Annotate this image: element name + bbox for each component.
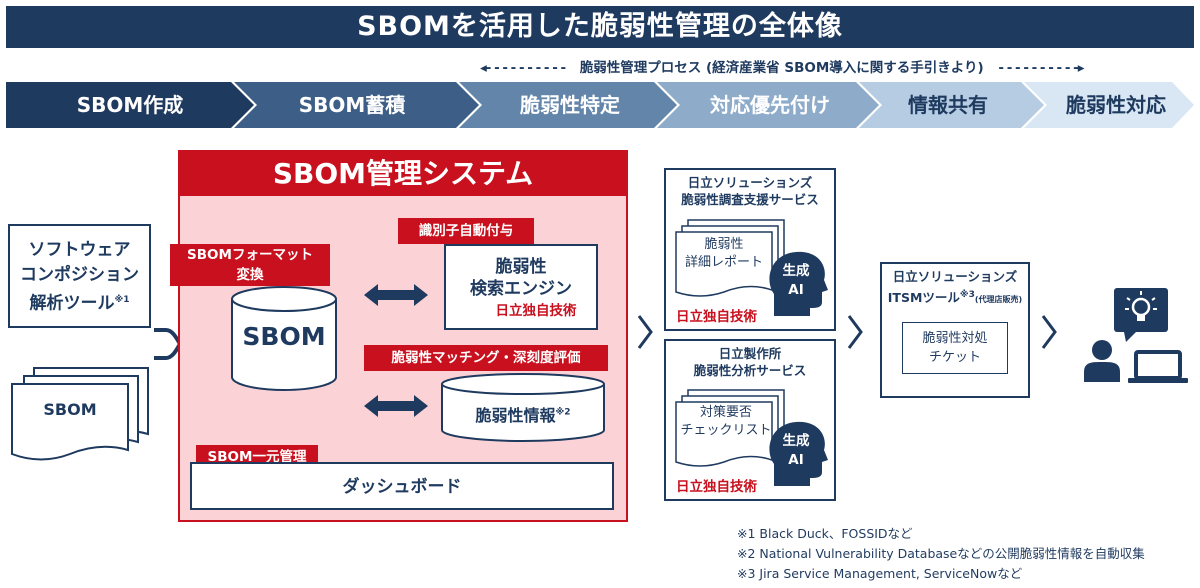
- itsm-note: ※3: [959, 290, 975, 300]
- service1-doc-line1: 脆弱性: [704, 237, 744, 252]
- sbom-document-stack-icon: [11, 367, 149, 461]
- system-title: SBOM管理システム: [180, 152, 626, 196]
- chevron-right-icon: [1041, 315, 1057, 349]
- checklist-document-icon: [675, 389, 785, 467]
- step-sbom-create: SBOM作成: [76, 93, 184, 117]
- engine-line1: 脆弱性: [495, 257, 547, 277]
- sbom-document-label: SBOM: [43, 400, 97, 419]
- service1-own-tech: 日立独自技術: [676, 309, 757, 325]
- service2-doc-line2: チェックリスト: [680, 423, 772, 438]
- arrow-right-icon: - - - - - - - - - -▸: [998, 60, 1084, 76]
- report-document-icon: [675, 219, 785, 297]
- service1-ai-line1: 生成: [782, 263, 810, 279]
- matching-tag: 脆弱性マッチング・深刻度評価: [364, 345, 608, 371]
- step-prioritize: 対応優先付け: [710, 93, 830, 117]
- ticket-box: 脆弱性対処 チケット: [902, 322, 1008, 374]
- sca-tool-line1: ソフトウェア: [28, 240, 131, 260]
- step-sbom-store: SBOM蓄積: [298, 93, 406, 117]
- step-shape-1: [6, 82, 254, 128]
- step-vuln-identify: 脆弱性特定: [520, 93, 620, 117]
- page-title: SBOMを活用した脆弱性管理の全体像: [6, 6, 1194, 48]
- service1-title: 日立ソリューションズ 脆弱性調査支援サービス: [664, 174, 836, 208]
- format-tag-line1: SBOMフォーマット: [187, 247, 313, 263]
- identifier-tag: 識別子自動付与: [398, 218, 534, 244]
- search-engine-box: 脆弱性 検索エンジン 日立独自技術: [444, 244, 598, 330]
- itsm-title-line2: ITSMツール: [887, 290, 960, 306]
- step-shape-2: [234, 82, 479, 128]
- sca-tool-line2: コンポジション: [20, 265, 139, 285]
- service2-title-line1: 日立製作所: [718, 346, 782, 361]
- double-arrow-icon: [364, 284, 428, 306]
- sca-tool-note: ※1: [114, 295, 130, 305]
- service2-title-line2: 脆弱性分析サービス: [693, 363, 807, 378]
- service1-ai-line2: AI: [788, 282, 804, 298]
- service1-ai: 生成 AI: [770, 262, 822, 300]
- process-label-line: ◂- - - - - - - - - - 脆弱性管理プロセス (経済産業省 SB…: [480, 57, 1200, 79]
- service2-doc: 対策要否 チェックリスト: [672, 404, 780, 440]
- engine-own-tech: 日立独自技術: [495, 303, 577, 319]
- sca-tool-line3: 解析ツール: [29, 293, 115, 314]
- step-shape-3: [459, 82, 677, 128]
- itsm-title-line1: 日立ソリューションズ: [892, 269, 1018, 284]
- itsm-title-line2-wrap: ITSMツール※3(代理店販売): [880, 286, 1030, 309]
- double-arrow-icon: [364, 395, 428, 417]
- service2-title: 日立製作所 脆弱性分析サービス: [664, 345, 836, 379]
- footnote-1: ※1 Black Duck、FOSSIDなど: [737, 526, 913, 541]
- sca-tool-line3-wrap: 解析ツール※1: [10, 288, 149, 317]
- vuln-database-icon: [441, 373, 605, 442]
- arrow-left-icon: ◂- - - - - - - - - -: [480, 60, 566, 76]
- ticket-line2: チケット: [928, 350, 981, 365]
- footnote-3: ※3 Jira Service Management, ServiceNowなど: [737, 566, 1023, 581]
- step-shape-5: [859, 82, 1044, 128]
- ticket-line1: 脆弱性対処: [922, 331, 988, 346]
- format-conversion-tag: SBOMフォーマット 変換: [170, 244, 330, 286]
- step-info-share: 情報共有: [908, 93, 988, 117]
- itsm-note-detail: (代理店販売): [974, 295, 1023, 305]
- ai-head-icon: [769, 251, 828, 316]
- service1-doc-line2: 詳細レポート: [684, 255, 763, 270]
- vuln-database-label-wrap: 脆弱性情報※2: [440, 402, 606, 426]
- sca-tool-box: ソフトウェア コンポジション 解析ツール※1: [8, 224, 151, 328]
- vuln-database-note: ※2: [555, 407, 571, 418]
- chevron-right-icon: [637, 315, 653, 349]
- sbom-database-icon: [231, 286, 337, 391]
- service2-own-tech: 日立独自技術: [676, 479, 757, 495]
- step-shape-6: [1024, 82, 1194, 128]
- engine-line2: 検索エンジン: [470, 279, 572, 299]
- dashboard-box: ダッシュボード: [190, 462, 614, 510]
- step-vuln-respond: 脆弱性対応: [1066, 93, 1166, 117]
- process-flow: [6, 82, 1194, 128]
- service2-ai-line2: AI: [788, 452, 804, 468]
- service2-doc-line1: 対策要否: [699, 405, 752, 420]
- user-laptop-idea-icon: [1084, 288, 1188, 383]
- service2-ai-line1: 生成: [782, 433, 810, 449]
- service1-title-line1: 日立ソリューションズ: [687, 175, 813, 190]
- service2-ai: 生成 AI: [770, 432, 822, 470]
- ai-head-icon: [769, 421, 828, 486]
- footnote-2: ※2 National Vulnerability Databaseなどの公開脆…: [737, 546, 1145, 561]
- process-label: 脆弱性管理プロセス (経済産業省 SBOM導入に関する手引きより): [579, 60, 984, 76]
- chevron-right-icon: [847, 315, 863, 349]
- vuln-database-label: 脆弱性情報: [475, 406, 556, 425]
- step-shape-4: [657, 82, 879, 128]
- sbom-database-label: SBOM: [242, 322, 326, 351]
- service1-title-line2: 脆弱性調査支援サービス: [681, 192, 819, 207]
- service1-doc: 脆弱性 詳細レポート: [676, 236, 772, 272]
- itsm-title: 日立ソリューションズ ITSMツール※3(代理店販売): [880, 268, 1030, 309]
- format-tag-line2: 変換: [236, 267, 264, 283]
